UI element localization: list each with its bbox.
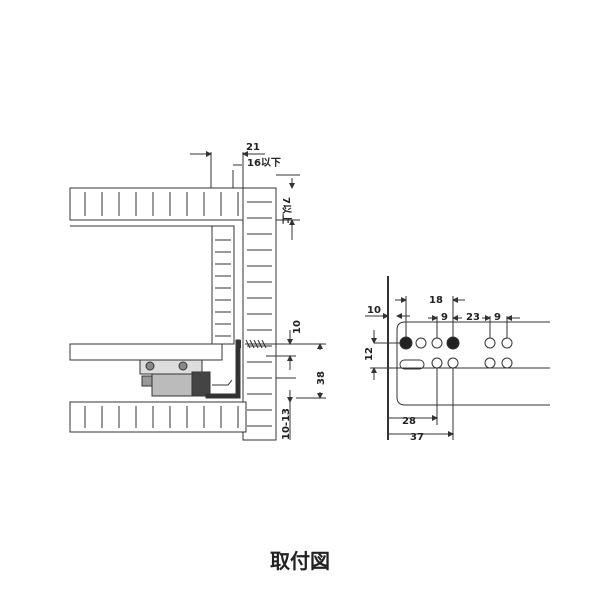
dim-37: 37 (410, 432, 424, 443)
dim-18: 18 (429, 295, 443, 306)
mount-hole (484, 337, 496, 349)
dim-7-min: 7以上 (280, 197, 293, 224)
mount-hole (399, 336, 413, 350)
dim-9-left: 9 (441, 312, 448, 323)
side-view-labels: 21 16以下 7以上 10 38 10-13 (246, 142, 327, 440)
screw (239, 339, 268, 349)
mount-hole (415, 337, 427, 349)
drawer-bottom-board (69, 343, 223, 361)
dim-10-front: 10 (367, 305, 381, 316)
dim-10-13: 10-13 (281, 408, 292, 440)
mount-hole (446, 336, 460, 350)
dim-16-max: 16以下 (247, 157, 281, 169)
dim-9-right: 9 (494, 312, 501, 323)
bottom-panel (69, 401, 247, 433)
mount-hole (501, 357, 513, 369)
drawer-side-cells (215, 239, 231, 337)
mount-hole (447, 357, 459, 369)
rail-profile (396, 321, 550, 406)
mount-hole (501, 337, 513, 349)
dim-21: 21 (246, 142, 260, 153)
top-panel-cells (84, 192, 239, 216)
front-view-labels: 10 12 18 9 23 9 28 37 (364, 295, 501, 443)
slot-hole (399, 359, 425, 370)
side-view (69, 151, 326, 441)
dim-10-side: 10 (292, 320, 303, 334)
front-view (365, 276, 550, 440)
top-panel (69, 187, 276, 221)
dim-23: 23 (466, 312, 480, 323)
dim-38: 38 (316, 371, 327, 385)
cabinet-side-cells (247, 201, 272, 427)
mount-hole (431, 337, 443, 349)
diagram-caption: 取付図 (270, 549, 330, 573)
mount-hole (484, 357, 496, 369)
bottom-panel-cells (84, 406, 239, 428)
mount-hole (431, 357, 443, 369)
dim-12: 12 (364, 347, 375, 361)
dim-28: 28 (402, 416, 416, 427)
drawer-side-panel (211, 225, 235, 345)
